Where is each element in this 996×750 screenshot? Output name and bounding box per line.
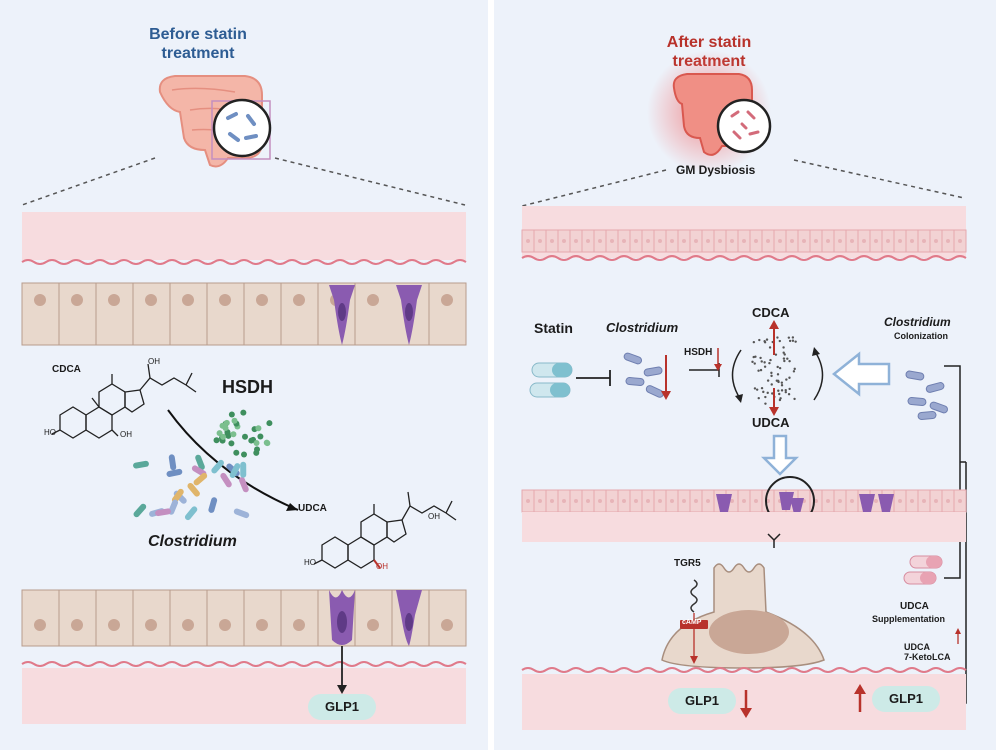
conversion-arrow (167, 409, 299, 511)
hsdh-enzyme-cluster (213, 409, 273, 458)
cdca-ho-label: HO (44, 428, 56, 437)
epithelial-cells-bottom (21, 590, 453, 646)
gm-dysbiosis-label: GM Dysbiosis (676, 163, 756, 177)
cdca-label: CDCA (752, 305, 790, 320)
colonization-subtitle: Colonization (894, 331, 948, 341)
colonization-arrow (831, 351, 891, 397)
tgr5-receptor-icon (690, 579, 698, 613)
cdca-structure (51, 363, 197, 439)
statin-pill-icon (529, 362, 573, 398)
epithelial-cells-top (21, 283, 453, 345)
glp1-badge-increased: GLP1 (872, 686, 940, 712)
colonization-title: Clostridium (884, 315, 951, 329)
cdca-oh2-label: OH (120, 430, 132, 439)
clostridium-label: Clostridium (148, 533, 237, 550)
clostridium-colonization-bacteria (905, 370, 948, 420)
udca-label: UDCA (752, 415, 790, 430)
cell-nucleus (709, 610, 789, 654)
healthy-gut-illustration (21, 75, 467, 724)
bile-acid-dots (751, 336, 797, 405)
statin-label: Statin (534, 320, 573, 336)
mucus-layer-top (22, 212, 466, 260)
cdca-oh-label: OH (148, 357, 160, 366)
udca-ho-label: HO (304, 558, 316, 567)
hsdh-label: HSDH (684, 347, 713, 358)
after-statin-panel: After statin treatment (494, 0, 996, 750)
udca-oh-label: OH (428, 512, 440, 521)
camp-label: cAMP (682, 619, 702, 626)
tgr5-label: TGR5 (674, 558, 701, 569)
dysbiosis-illustration (521, 50, 967, 730)
udca-label: UDCA (298, 503, 327, 514)
udca-pill-icon (903, 555, 943, 585)
ketolca-small-label: 7-KetoLCA (904, 652, 951, 662)
clostridium-bacteria (623, 352, 664, 398)
microbiota-zoom-icon (212, 98, 272, 158)
before-statin-panel: Before statin treatment (0, 0, 488, 750)
udca-small-label: UDCA (904, 642, 930, 652)
clostridium-label: Clostridium (606, 320, 679, 335)
udca-supplementation-line1: UDCA (900, 601, 929, 612)
before-statin-title: Before statin treatment (149, 26, 247, 62)
udca-oh2-label: OH (376, 562, 388, 571)
epithelial-strip-top (521, 230, 962, 252)
glp1-badge: GLP1 (308, 694, 376, 720)
udca-down-arrow (760, 434, 800, 476)
udca-structure (313, 491, 457, 569)
mucus-layer-bottom (22, 668, 466, 724)
cdca-label: CDCA (52, 364, 81, 375)
glp1-badge-decreased: GLP1 (668, 688, 736, 714)
clostridium-bacteria (133, 454, 250, 521)
hsdh-label: HSDH (222, 377, 274, 397)
udca-supplementation-line2: Supplementation (872, 614, 946, 624)
